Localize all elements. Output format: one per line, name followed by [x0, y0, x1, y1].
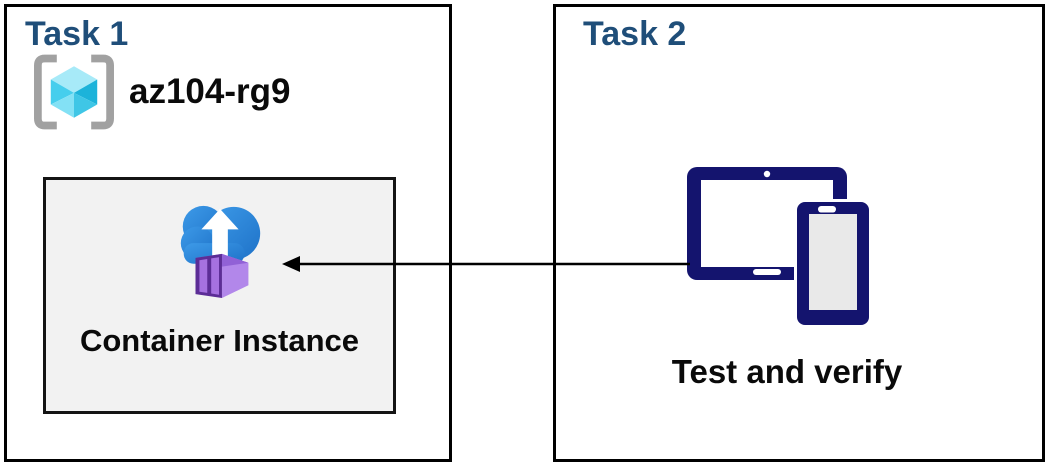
resource-group-icon: [34, 54, 114, 130]
task2-box: Task 2 Test and verify: [553, 4, 1045, 462]
arrow-connector: [282, 256, 690, 272]
task2-title: Task 2: [583, 15, 687, 53]
task1-box: Task 1 az104-rg9: [4, 4, 452, 462]
container-instance-box: Container Instance: [43, 177, 396, 414]
task1-title: Task 1: [25, 15, 129, 53]
resource-group-name: az104-rg9: [129, 72, 291, 111]
devices-icon: [687, 167, 872, 328]
container-instance-label: Container Instance: [79, 323, 360, 358]
test-and-verify-label: Test and verify: [671, 353, 903, 390]
container-instance-icon: [180, 205, 260, 299]
resource-group: az104-rg9: [31, 53, 290, 131]
